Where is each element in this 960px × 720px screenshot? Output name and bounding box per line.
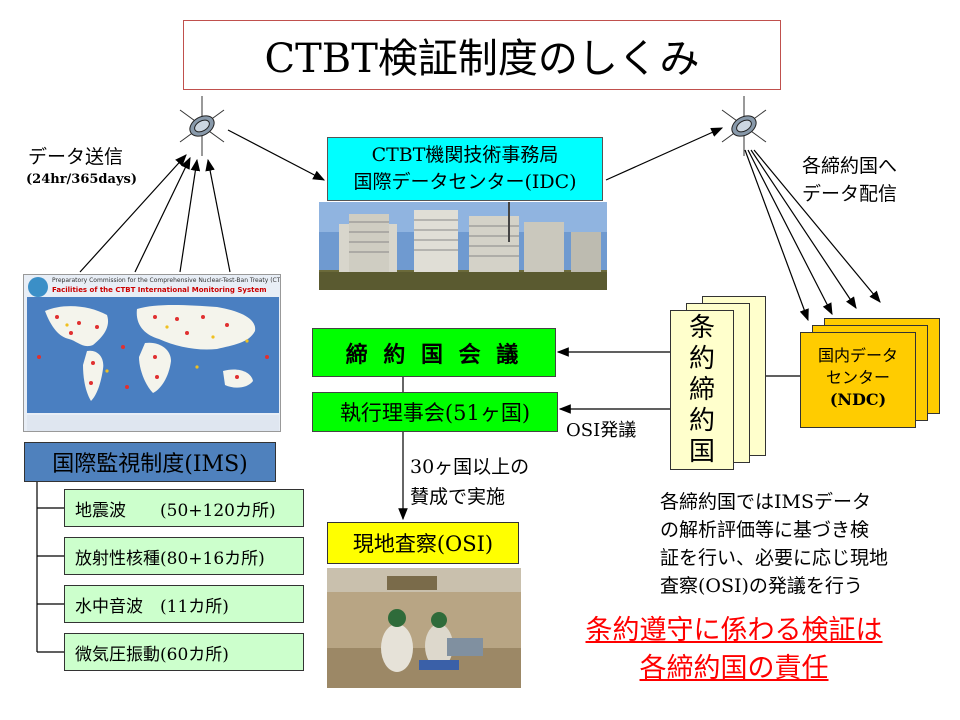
data-send-label: データ送信 — [28, 146, 124, 168]
satellite-icon — [179, 96, 225, 156]
idc-line-2: 国際データセンター(IDC) — [353, 171, 577, 193]
ims-item-seismic: 地震波 (50+120カ所) — [64, 489, 304, 527]
analysis-line-2: の解析評価等に基づき検 — [660, 519, 870, 541]
responsibility-line-1: 条約遵守に係わる検証は — [585, 615, 883, 646]
approval-line-1: 30ヶ国以上の — [410, 456, 530, 478]
idc-box: CTBT機関技術事務局 国際データセンター(IDC) — [327, 137, 603, 201]
satellite-icon — [721, 96, 767, 156]
osi-field-photo — [327, 568, 521, 688]
distribution-line-2: データ配信 — [802, 183, 898, 205]
ctbto-logo — [28, 277, 48, 297]
analysis-description: 各締約国ではIMSデータ の解析評価等に基づき検 証を行い、必要に応じ現地 査察… — [660, 488, 888, 600]
map-organization: Preparatory Commission for the Comprehen… — [52, 277, 280, 284]
idc-building-photo — [319, 202, 607, 290]
ims-item-hydroacoustic: 水中音波 (11カ所) — [64, 585, 304, 623]
analysis-line-4: 査察(OSI)の発議を行う — [660, 575, 863, 597]
ndc-line-1: 国内データ — [817, 346, 898, 365]
responsibility-line-2: 各締約国の責任 — [639, 653, 829, 684]
treaty-char-5: 国 — [688, 436, 715, 467]
ndc-line-2: センター — [825, 368, 890, 387]
data-send-frequency: (24hr/365days) — [26, 172, 137, 187]
ims-facilities-map: Preparatory Commission for the Comprehen… — [23, 274, 281, 432]
executive-council: 執行理事会(51ヶ国) — [312, 392, 558, 432]
conference-of-states-parties: 締 約 国 会 議 — [312, 328, 556, 377]
map-title: Facilities of the CTBT International Mon… — [52, 286, 267, 294]
national-data-centre: 国内データ センター (NDC) — [800, 332, 916, 428]
world-map — [27, 297, 279, 413]
ims-item-infrasound: 微気圧振動(60カ所) — [64, 633, 304, 671]
treaty-char-3: 締 — [688, 374, 715, 405]
states-parties-card: 条 約 締 約 国 — [670, 310, 734, 470]
distribution-label: 各締約国へ データ配信 — [802, 152, 897, 208]
osi-request-label: OSI発議 — [566, 420, 637, 441]
distribution-line-1: 各締約国へ — [802, 155, 898, 177]
idc-line-1: CTBT機関技術事務局 — [371, 144, 559, 166]
analysis-line-1: 各締約国ではIMSデータ — [660, 491, 871, 513]
approval-line-2: 賛成で実施 — [410, 486, 506, 508]
analysis-line-3: 証を行い、必要に応じ現地 — [660, 547, 889, 569]
treaty-char-1: 条 — [688, 312, 715, 343]
on-site-inspection-box: 現地査察(OSI) — [327, 522, 519, 564]
map-legend — [27, 415, 279, 431]
page-title: CTBT検証制度のしくみ — [183, 20, 781, 90]
responsibility-statement: 条約遵守に係わる検証は 各締約国の責任 — [548, 612, 920, 688]
ndc-line-3: (NDC) — [829, 390, 887, 409]
ims-box: 国際監視制度(IMS) — [24, 442, 276, 482]
ims-item-radionuclide: 放射性核種(80+16カ所) — [64, 537, 304, 575]
approval-note: 30ヶ国以上の 賛成で実施 — [410, 452, 529, 512]
treaty-char-2: 約 — [688, 343, 715, 374]
treaty-char-4: 約 — [688, 405, 715, 436]
